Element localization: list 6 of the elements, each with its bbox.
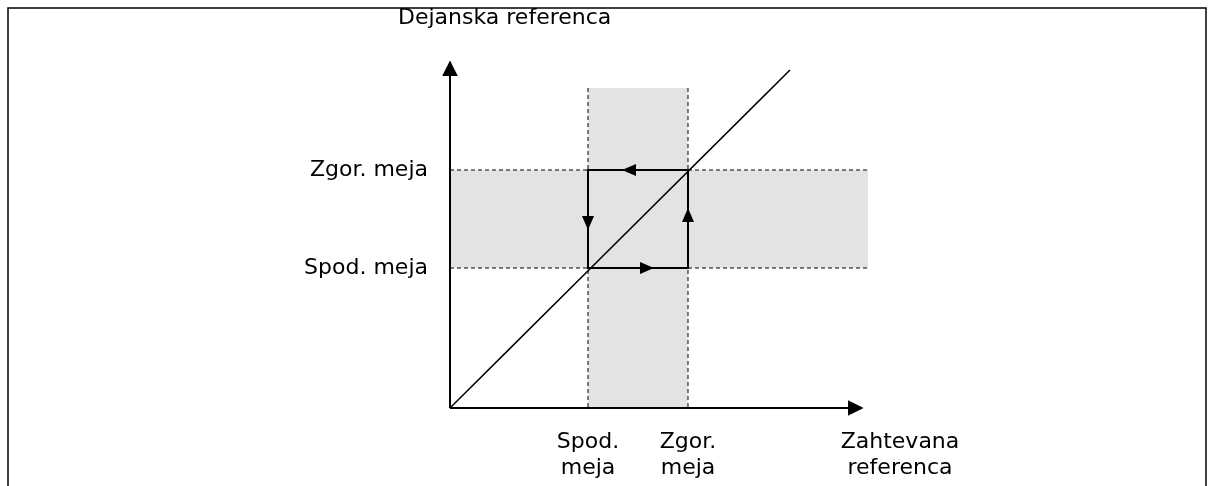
tick-label: Zgor. meja	[308, 156, 428, 182]
axis-title: Dejanska referenca	[398, 4, 613, 30]
tick-label: Spod. meja	[555, 428, 621, 480]
axis-title: Zahtevana referenca	[839, 428, 961, 480]
tick-label: Spod. meja	[303, 254, 428, 280]
tick-label: Zgor. meja	[658, 428, 718, 480]
